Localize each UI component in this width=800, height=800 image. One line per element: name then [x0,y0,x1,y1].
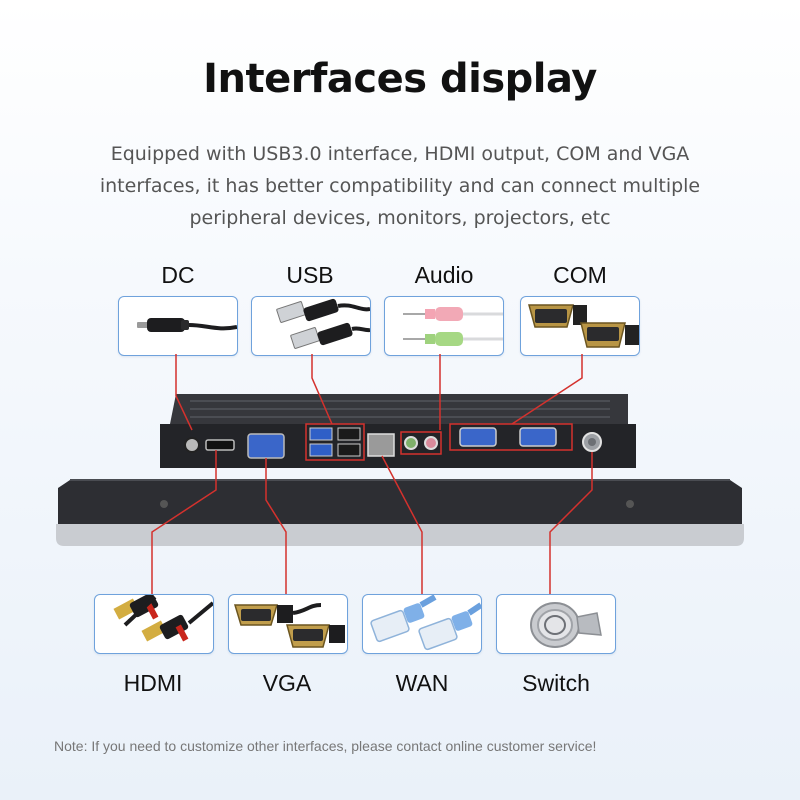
card-com [520,296,640,356]
card-usb [251,296,371,356]
power-switch-icon [530,602,602,648]
audio-jack-icon [403,307,503,346]
dc-plug-icon [137,318,237,332]
dc-port [184,437,200,453]
vga-port [247,433,285,459]
hdmi-port [205,439,235,451]
card-hdmi [94,594,214,654]
label-usb: USB [286,262,334,288]
card-dc [118,296,238,356]
label-dc: DC [161,262,195,288]
page-description: Equipped with USB3.0 interface, HDMI out… [99,143,701,229]
footer-note: Note: If you need to customize other int… [54,738,597,754]
label-wan: WAN [395,670,449,696]
vga-cable-icon [233,603,345,648]
card-audio [384,296,504,356]
usb-cable-icon [276,298,370,349]
card-vga [228,594,348,654]
label-switch: Switch [522,670,590,696]
db9-connector-icon [528,304,639,348]
page-title: Interfaces display [203,56,597,102]
label-hdmi: HDMI [123,670,183,696]
hdmi-cable-icon [113,595,213,642]
rj45-port [367,433,395,457]
rj45-cable-icon [370,595,481,651]
card-switch [496,594,616,654]
label-vga: VGA [262,670,312,696]
label-com: COM [553,262,607,288]
panel-pc-device [56,394,744,546]
label-audio: Audio [414,262,474,288]
card-wan [362,594,482,654]
